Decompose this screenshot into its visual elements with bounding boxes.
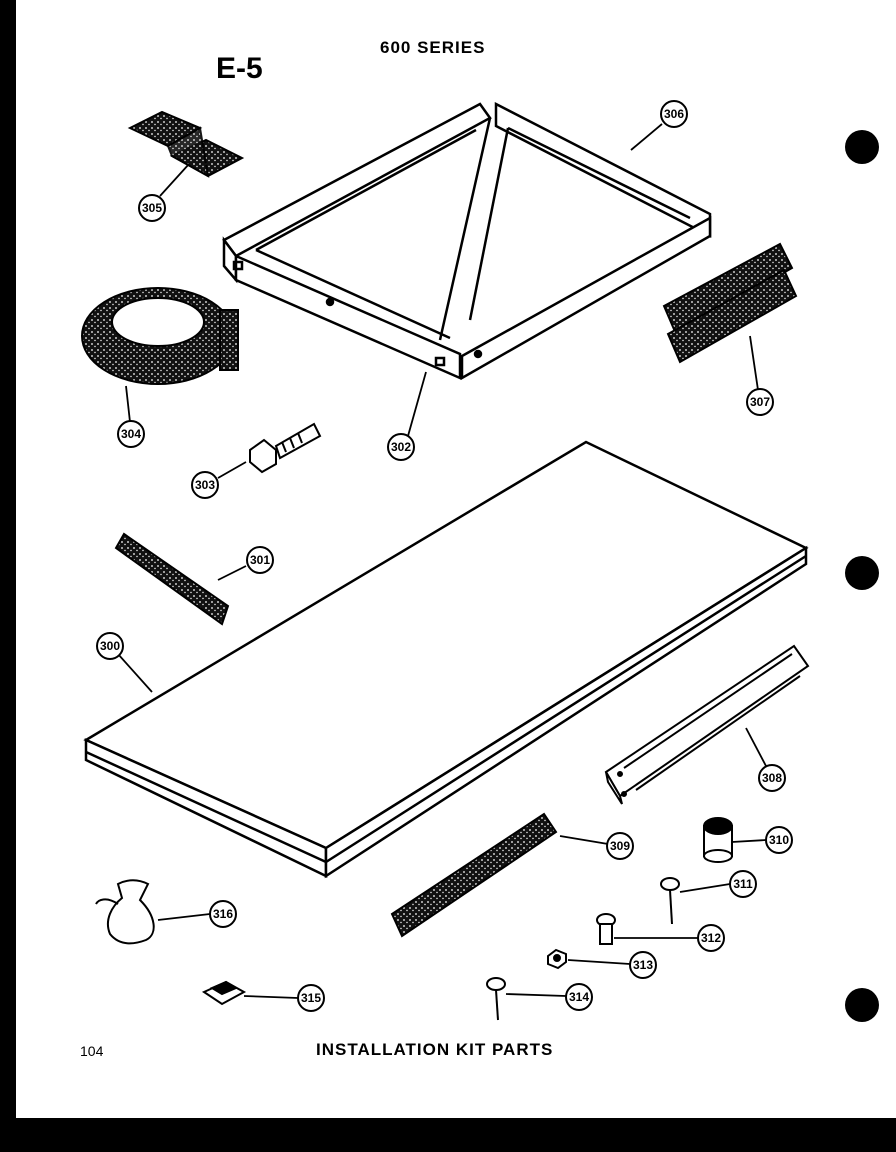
foam-strip-309 (390, 812, 558, 938)
callout-304: 304 (117, 420, 145, 448)
callout-302-label: 302 (391, 440, 411, 454)
binder-hole-bottom (845, 988, 879, 1022)
callout-310: 310 (765, 826, 793, 854)
panel-300 (83, 440, 809, 879)
clip-315 (201, 980, 247, 1006)
scan-border-left (0, 0, 16, 1152)
binder-hole-middle (845, 556, 879, 590)
callout-313-label: 313 (633, 958, 653, 972)
callout-314-label: 314 (569, 990, 589, 1004)
scan-border-bottom (0, 1118, 896, 1152)
callout-305-label: 305 (142, 201, 162, 215)
callout-315-label: 315 (301, 991, 321, 1005)
screw-314 (486, 977, 506, 1021)
callout-308: 308 (758, 764, 786, 792)
callout-315: 315 (297, 984, 325, 1012)
callout-309: 309 (606, 832, 634, 860)
rail-308 (604, 644, 810, 805)
screw-312 (596, 913, 616, 945)
bag-316 (95, 879, 155, 945)
callout-300-label: 300 (100, 639, 120, 653)
foam-strips-307 (662, 242, 798, 364)
callout-311: 311 (729, 870, 757, 898)
callout-301-label: 301 (250, 553, 270, 567)
callout-312-label: 312 (701, 931, 721, 945)
nut-313 (547, 948, 567, 970)
callout-314: 314 (565, 983, 593, 1011)
foam-strip-301 (114, 532, 230, 626)
callout-316-label: 316 (213, 907, 233, 921)
callout-302: 302 (387, 433, 415, 461)
callout-305: 305 (138, 194, 166, 222)
bolt-303 (249, 422, 322, 474)
diagram-code: E-5 (216, 52, 263, 85)
series-title: 600 SERIES (380, 38, 486, 57)
binder-hole-top (845, 130, 879, 164)
callout-304-label: 304 (121, 427, 141, 441)
page-number: 104 (80, 1043, 104, 1059)
callout-312: 312 (697, 924, 725, 952)
callout-303: 303 (191, 471, 219, 499)
callout-308-label: 308 (762, 771, 782, 785)
callout-316: 316 (209, 900, 237, 928)
callout-300: 300 (96, 632, 124, 660)
cap-310 (703, 817, 733, 863)
leader-lines (117, 123, 767, 999)
callout-306-label: 306 (664, 107, 684, 121)
callout-313: 313 (629, 951, 657, 979)
foam-pads-305 (127, 110, 245, 178)
callout-303-label: 303 (195, 478, 215, 492)
callout-301: 301 (246, 546, 274, 574)
foam-roll-304 (81, 287, 239, 385)
callout-307-label: 307 (750, 395, 770, 409)
diagram-caption: INSTALLATION KIT PARTS (316, 1040, 554, 1059)
callout-309-label: 309 (610, 839, 630, 853)
callout-311-label: 311 (733, 877, 753, 891)
callout-306: 306 (660, 100, 688, 128)
callout-307: 307 (746, 388, 774, 416)
screw-311 (660, 877, 680, 925)
frame-assembly (222, 101, 712, 381)
callout-310-label: 310 (769, 833, 789, 847)
